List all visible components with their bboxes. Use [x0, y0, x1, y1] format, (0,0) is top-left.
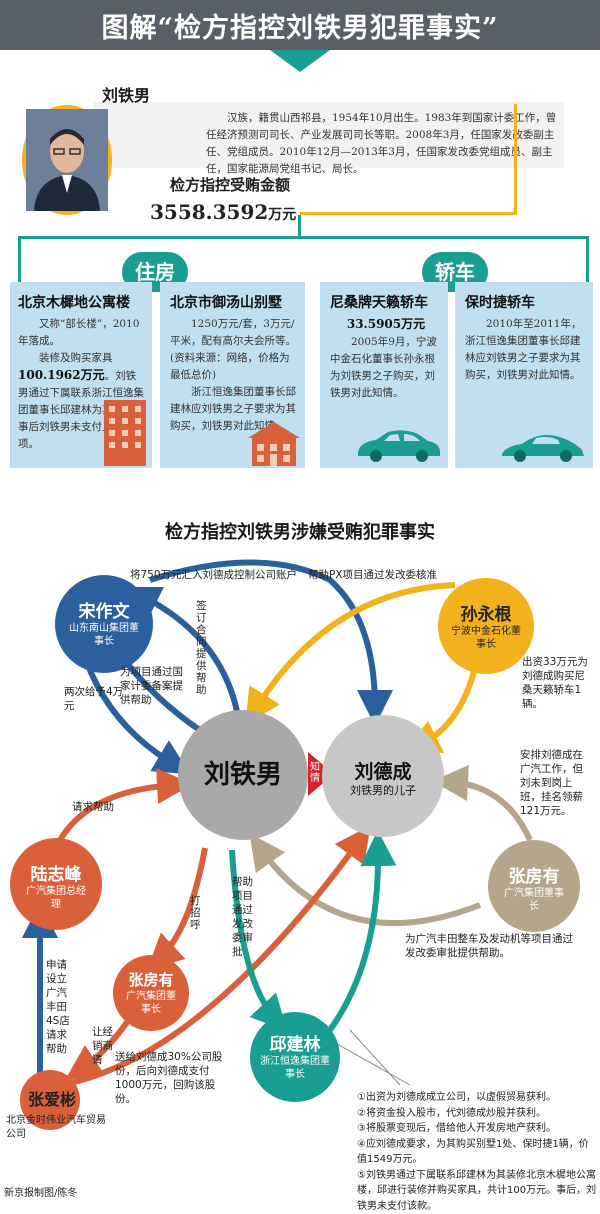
node-zhang-left: 张房有 广汽集团董事长: [113, 955, 189, 1031]
node-sun: 孙永根 宁波中金石化董事长: [438, 578, 534, 674]
label-apply-4s: 申请设立广汽丰田4S店请求帮助: [46, 958, 76, 1056]
node-son: 刘德成 刘铁男的儿子: [322, 715, 444, 837]
note-item: ⑤刘铁男通过下属联系邱建林为其装修北京木樨地公寓楼，邱进行装修并购买家具，共计1…: [357, 1168, 597, 1214]
label-zhang-shares: 送给刘德成30%公司股份，后向刘德成支付1000万元，回购该股份。: [115, 1050, 235, 1106]
note-item: ①出资为刘德成成立公司，以虚假贸易获利。: [357, 1090, 597, 1106]
label-sun-car: 出资33万元为刘德成购买尼桑天籁轿车1辆。: [522, 655, 592, 711]
note-item: ②将资金投入股市，代刘德成炒股并获利。: [357, 1106, 597, 1122]
node-song: 宋作文 山东南山集团董事长: [55, 575, 153, 673]
node-zhang-ai-name: 张爱彬: [28, 1093, 76, 1107]
label-song-to-son: 将750万元汇入刘德成控制公司账户: [130, 568, 330, 582]
node-qiu: 邱建林 浙江恒逸集团董事长: [250, 1012, 340, 1102]
node-lu: 陆志峰 广汽集团总经理: [10, 838, 102, 930]
notes-pointer: [330, 1030, 410, 1085]
arrow-zhang-right-job: [450, 782, 530, 840]
arrow-zhang-toyota: [260, 848, 480, 923]
node-zhang-right: 张房有 广汽集团董事长: [488, 840, 580, 932]
label-song-project: 为项目通过国家计委备案提供帮助: [120, 665, 186, 707]
node-center-liu: 刘铁男: [178, 710, 308, 840]
label-sun-to-son: 帮助PX项目通过发改委核准: [308, 568, 468, 582]
label-song-money: 两次给予4万元: [64, 685, 124, 713]
label-zhang-toyota: 为广汽丰田整车及发动机等项目通过发改委审批提供帮助。: [405, 932, 580, 960]
label-lu-help: 请求帮助: [72, 800, 142, 814]
credit: 新京报制图/陈冬: [4, 1184, 77, 1199]
arrow-sun-to-liu: [255, 585, 455, 710]
label-greet: 打招呼: [190, 895, 204, 931]
label-song-contract: 签订合同提供帮助: [196, 600, 209, 696]
note-item: ③将股票变现后，借给他人开发房地产获利。: [357, 1121, 597, 1137]
arrow-song-contract: [140, 595, 240, 730]
notes-list: ①出资为刘德成成立公司，以虚假贸易获利。 ②将资金投入股市，代刘德成炒股并获利。…: [357, 1090, 597, 1214]
note-item: ④应刘德成要求，为其购买别墅1处、保时捷1辆，价值1549万元。: [357, 1137, 597, 1168]
label-qiu-help: 帮助项目通过发改委审批: [232, 875, 262, 959]
label-zhang-right-job: 安排刘德成在广汽工作，但刘未到岗上班，挂名领薪121万元。: [520, 748, 592, 818]
node-zhang-ai-sub: 北京金时伟业汽车贸易公司: [6, 1114, 106, 1142]
